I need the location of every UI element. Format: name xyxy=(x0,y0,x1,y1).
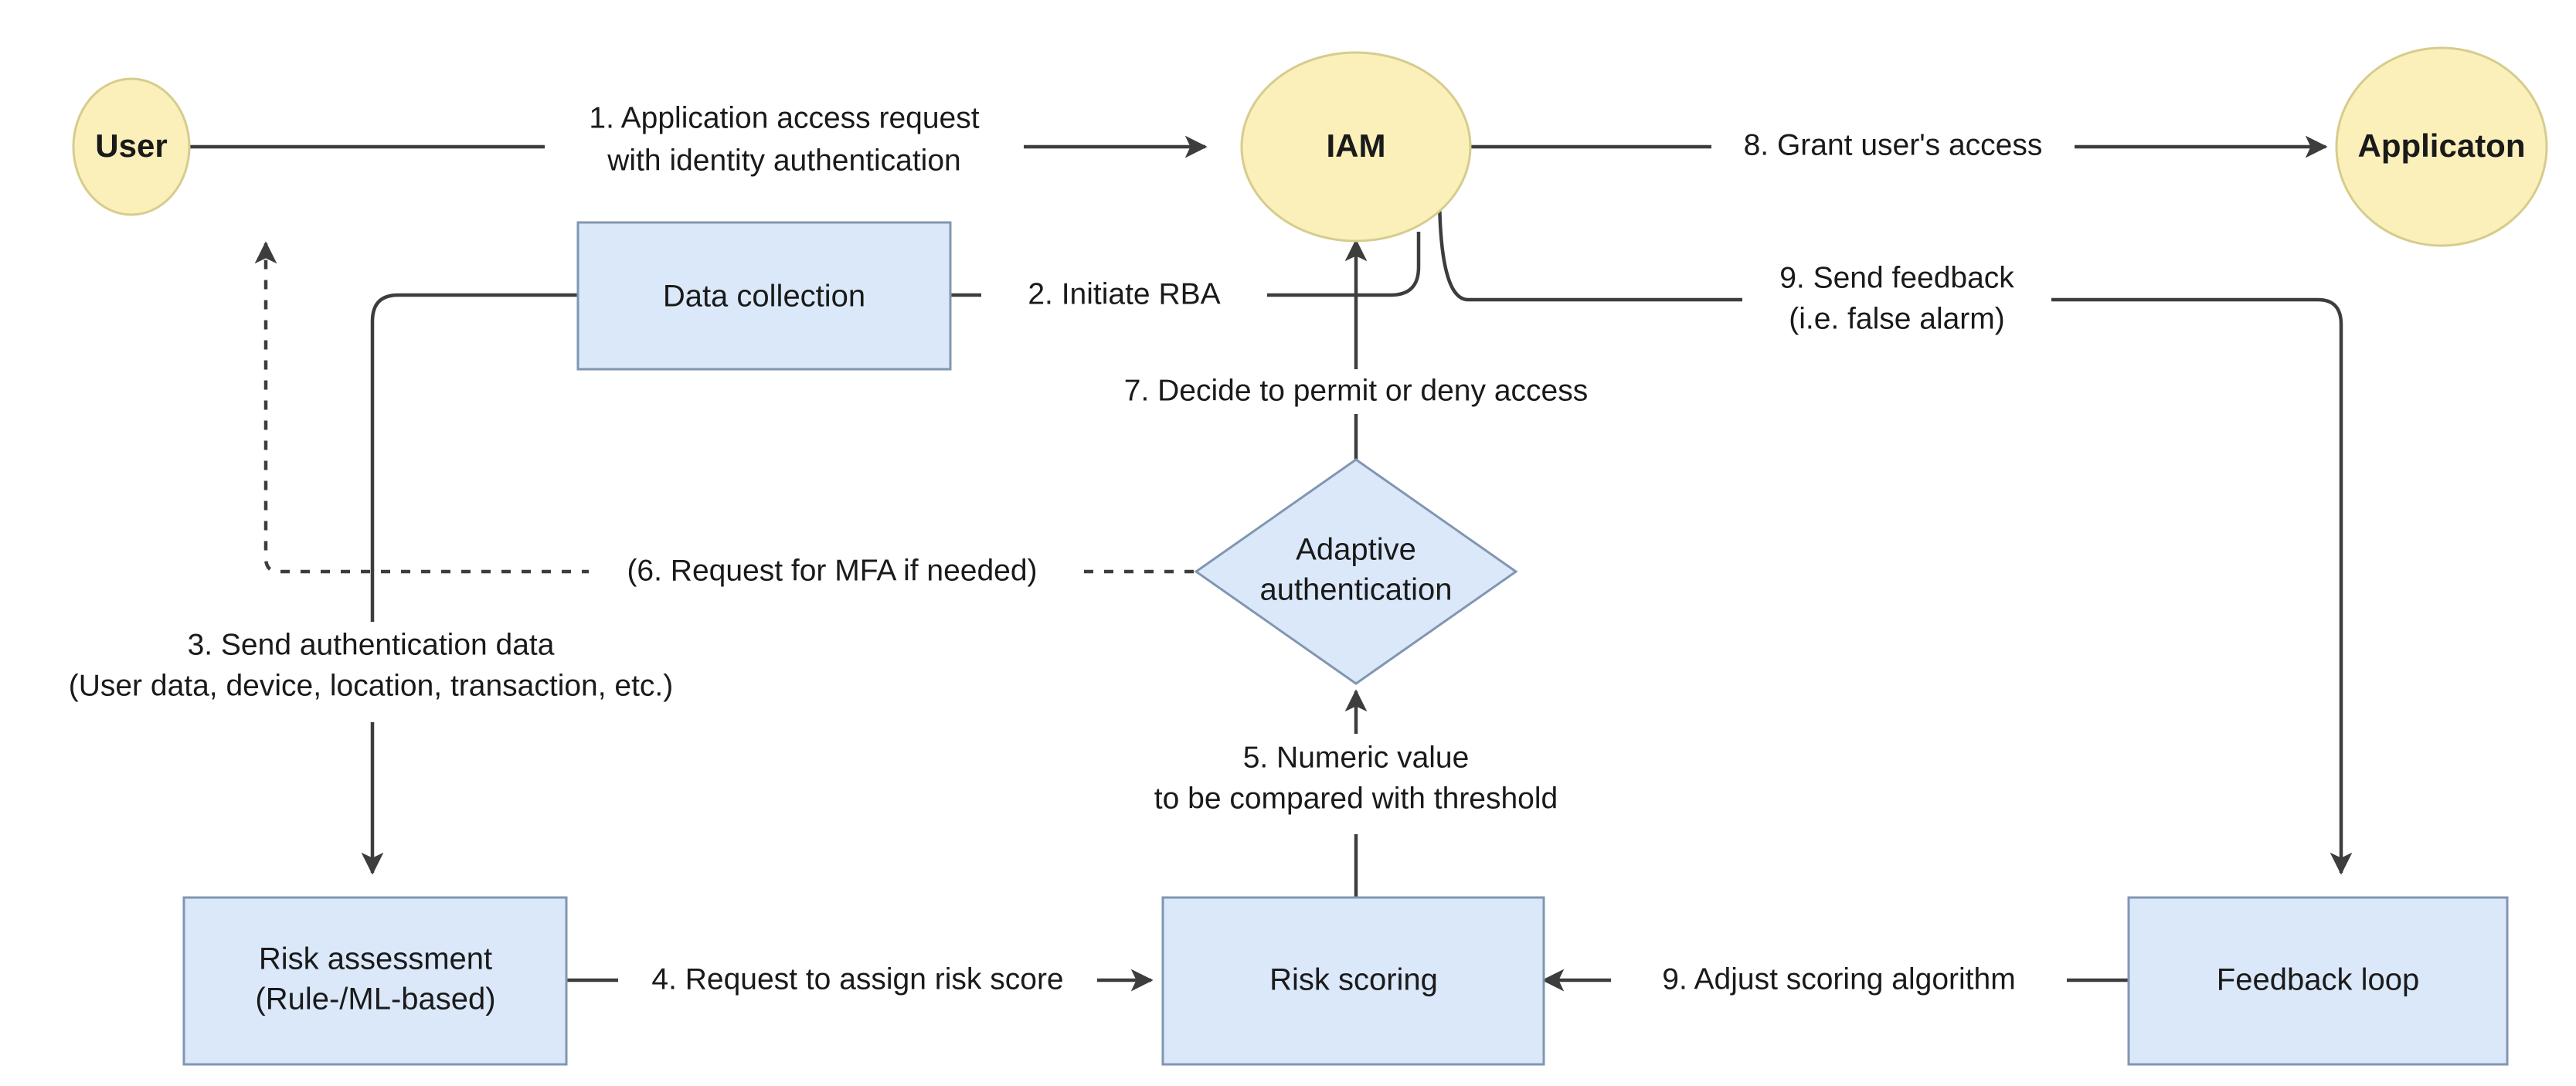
edge-label-1: 1. Application access request with ident… xyxy=(545,93,1024,201)
edge-label-9b: 9. Adjust scoring algorithm xyxy=(1611,958,2067,1004)
edge-label-9a-line2: (i.e. false alarm) xyxy=(1789,302,2005,335)
edge-label-5-line1: 5. Numeric value xyxy=(1243,741,1470,774)
node-application-label: Applicaton xyxy=(2358,127,2526,164)
edge-label-9b-line1: 9. Adjust scoring algorithm xyxy=(1662,962,2015,996)
node-feedback-loop-label: Feedback loop xyxy=(2217,963,2419,997)
edge-label-3: 3. Send authentication data (User data, … xyxy=(19,622,722,722)
node-application[interactable]: Applicaton xyxy=(2335,46,2548,247)
node-data-collection[interactable]: Data collection xyxy=(576,221,952,371)
edge-label-2-line1: 2. Initiate RBA xyxy=(1028,277,1220,311)
node-risk-scoring-label: Risk scoring xyxy=(1269,963,1438,997)
node-risk-assessment[interactable]: Risk assessment (Rule-/ML-based) xyxy=(182,896,568,1066)
edge-label-2: 2. Initiate RBA xyxy=(981,272,1267,318)
edge-label-9a: 9. Send feedback (i.e. false alarm) xyxy=(1742,255,2051,355)
node-adaptive-auth-label-line1: Adaptive xyxy=(1296,533,1416,567)
node-user[interactable]: User xyxy=(72,77,191,216)
edge-9a-iam-to-feedbackloop xyxy=(1437,189,2353,875)
edge-label-8-line1: 8. Grant user's access xyxy=(1744,128,2043,161)
node-risk-assessment-label-line1: Risk assessment xyxy=(259,942,492,976)
edge-label-5: 5. Numeric value to be compared with thr… xyxy=(1109,734,1603,834)
edge-label-7: 7. Decide to permit or deny access xyxy=(1089,369,1623,414)
edge-label-5-line2: to be compared with threshold xyxy=(1154,782,1558,815)
edge-label-9a-line1: 9. Send feedback xyxy=(1779,261,2014,294)
edge-label-3-line1: 3. Send authentication data xyxy=(188,628,555,661)
edge-label-6-line1: (6. Request for MFA if needed) xyxy=(627,554,1037,587)
node-adaptive-authentication[interactable]: Adaptive authentication xyxy=(1194,458,1518,685)
edge-6-adaptiveauth-to-user xyxy=(254,241,1194,574)
edge-2-datacollection-to-iam xyxy=(950,232,1421,297)
node-data-collection-label: Data collection xyxy=(663,280,865,314)
edge-label-4-line1: 4. Request to assign risk score xyxy=(651,962,1063,996)
node-iam[interactable]: IAM xyxy=(1240,51,1472,243)
node-feedback-loop[interactable]: Feedback loop xyxy=(2127,896,2509,1066)
node-risk-scoring[interactable]: Risk scoring xyxy=(1161,896,1545,1066)
node-risk-assessment-label-line2: (Rule-/ML-based) xyxy=(255,982,495,1016)
node-iam-label: IAM xyxy=(1327,127,1386,164)
edge-label-3-line2: (User data, device, location, transactio… xyxy=(69,669,674,702)
edge-label-1-line2: with identity authentication xyxy=(607,144,960,177)
edge-label-7-line1: 7. Decide to permit or deny access xyxy=(1124,374,1588,407)
edge-label-6: (6. Request for MFA if needed) xyxy=(589,550,1076,593)
edge-label-4: 4. Request to assign risk score xyxy=(618,958,1097,1004)
edge-3-datacollection-to-riskassessment xyxy=(361,293,578,875)
edge-label-8: 8. Grant user's access xyxy=(1711,124,2075,170)
node-adaptive-auth-label-line2: authentication xyxy=(1259,573,1452,607)
node-user-label: User xyxy=(95,127,167,164)
edge-label-1-line1: 1. Application access request xyxy=(589,101,979,134)
